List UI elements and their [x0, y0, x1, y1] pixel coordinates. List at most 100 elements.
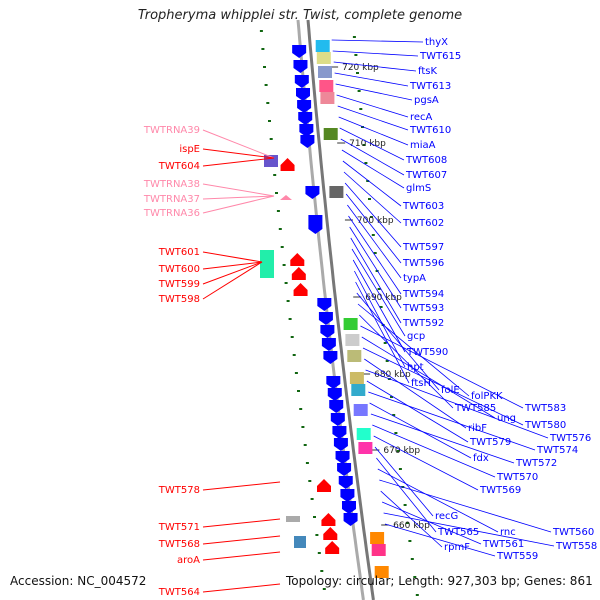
forward-gene-arrow [280, 158, 295, 171]
gene-leader-right [354, 270, 406, 368]
gene-label-left: TWTRNA36 [143, 208, 200, 219]
gene-leader-left [202, 261, 263, 285]
gc-dot-inner [310, 498, 314, 500]
gene-leader-right [370, 413, 515, 464]
gene-label-right: ribF [468, 423, 487, 434]
gene-label-left: TWT604 [158, 161, 200, 172]
gene-leader-right [347, 204, 402, 279]
gc-dot-inner [313, 516, 316, 518]
feature-block [371, 544, 386, 556]
gene-label-right: ftsK [418, 66, 437, 77]
gene-label-right: TWT579 [469, 437, 511, 448]
gene-label-right: rnc [500, 527, 516, 538]
reverse-gene-arrow [308, 215, 323, 234]
forward-gene-arrow [323, 527, 338, 540]
gene-leader-right [381, 501, 482, 545]
reverse-gene-arrow [299, 124, 314, 137]
gene-label-right: TWT583 [524, 403, 566, 414]
gene-leader-left [202, 195, 275, 214]
reverse-gene-arrow [305, 186, 320, 199]
right-labels: thyXTWT615ftsKTWT613pgsArecATWT610miaATW… [331, 37, 597, 562]
gene-label-right: TWT613 [409, 81, 451, 92]
gene-label-right: miaA [410, 140, 436, 151]
gene-label-right: TWT594 [402, 289, 444, 300]
gene-leader-left [202, 261, 263, 270]
forward-gene-arrow [293, 283, 308, 296]
gene-label-right: typA [403, 273, 426, 284]
gene-label-right: recG [435, 511, 458, 522]
reverse-gene-arrow [297, 100, 312, 113]
reverse-gene-arrow [327, 388, 342, 401]
gc-dot-outer [354, 54, 358, 56]
reverse-gene-arrow [321, 338, 336, 351]
gc-dot-inner [303, 444, 307, 446]
gene-leader-right [342, 160, 402, 207]
gene-leader-left [202, 148, 275, 159]
gene-leader-left [202, 583, 281, 593]
gene-leader-left [202, 261, 263, 300]
gene-label-right: TWT570 [496, 472, 538, 483]
reverse-gene-arrow [333, 438, 348, 451]
gene-label-right: TWT561 [482, 539, 524, 550]
kbp-label: 710 kbp [349, 139, 386, 149]
gene-leader-right [351, 248, 406, 337]
gc-dot-inner [292, 354, 296, 356]
gc-dot-inner [305, 462, 309, 464]
kbp-label: 660 kbp [393, 521, 430, 531]
gc-dot-inner [276, 210, 280, 212]
kbp-label: 700 kbp [357, 216, 394, 226]
gene-label-left: TWT568 [158, 539, 200, 550]
gc-dot-inner [261, 48, 265, 50]
gene-label-left: TWTRNA39 [143, 125, 200, 136]
topology-text: Topology: circular; Length: 927,303 bp; … [286, 574, 593, 588]
gene-label-right: TWT596 [402, 258, 444, 269]
gene-leader-right [373, 435, 479, 491]
reverse-genes [292, 45, 358, 526]
reverse-gene-arrow [343, 513, 358, 526]
gc-dot-outer [364, 162, 368, 164]
feature-block [286, 516, 300, 522]
feature-block [319, 80, 334, 92]
gene-leader-right [335, 83, 413, 101]
reverse-gene-arrow [320, 325, 335, 338]
gene-leader-right [362, 347, 524, 426]
gene-label-right: TWT592 [402, 318, 444, 329]
gene-leader-right [345, 193, 402, 264]
gc-dot-inner [301, 426, 305, 428]
gene-label-right: fdx [473, 453, 489, 464]
gene-leader-left [202, 551, 281, 561]
gene-label-right: TWT576 [549, 433, 591, 444]
gene-leader-right [372, 424, 496, 478]
gene-label-left: TWT599 [158, 279, 200, 290]
kbp-label: 690 kbp [365, 293, 402, 303]
feature-block [260, 250, 274, 278]
gene-leader-right [344, 182, 402, 248]
forward-gene-arrow [290, 253, 305, 266]
gene-label-right: TWT580 [524, 420, 566, 431]
gene-leader-right [336, 94, 409, 118]
gene-leader-right [332, 50, 419, 57]
reverse-gene-arrow [298, 112, 313, 125]
gene-label-right: TWT607 [405, 170, 447, 181]
feature-block [358, 442, 373, 454]
gene-leader-right [339, 127, 405, 161]
gene-label-right: TWT615 [419, 51, 461, 62]
gene-label-right: TWT558 [555, 541, 597, 552]
gc-dot-outer [415, 594, 419, 596]
gc-dot-inner [288, 318, 292, 320]
gc-dot-inner [297, 390, 300, 392]
gc-dot-inner [259, 30, 263, 32]
gene-label-right: TWT602 [402, 218, 444, 229]
gene-leader-right [380, 490, 443, 548]
gene-leader-right [374, 446, 434, 517]
left-labels: TWTRNA39ispETWT604TWTRNA38TWTRNA37TWTRNA… [143, 125, 281, 598]
gene-label-left: TWT600 [158, 264, 200, 275]
gc-dot-inner [275, 192, 278, 194]
gene-leader-right [333, 61, 417, 72]
gene-leader-left [202, 251, 263, 263]
gene-label-right: TWT608 [405, 155, 447, 166]
gene-leader-left [202, 195, 275, 200]
gc-dot-inner [286, 300, 290, 302]
gc-dot-inner [294, 372, 298, 374]
gene-label-right: TWT572 [515, 458, 557, 469]
